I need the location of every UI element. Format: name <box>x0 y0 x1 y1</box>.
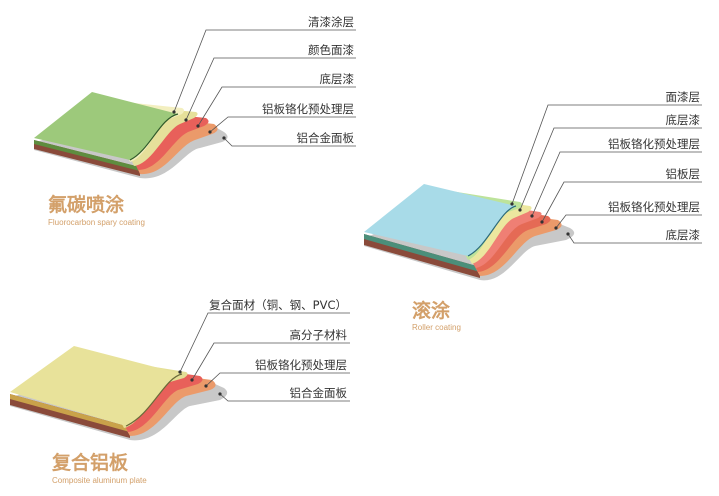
layer-label: 底层漆 <box>666 113 701 127</box>
leader-line <box>191 342 350 381</box>
leader-line <box>519 127 702 211</box>
layer-label: 高分子材料 <box>290 328 348 342</box>
leader-line <box>219 393 350 402</box>
top-surface-edge <box>125 373 183 427</box>
leader-line <box>555 214 702 229</box>
leader-anchor-dot <box>510 202 514 206</box>
leader-anchor-dot <box>540 220 544 224</box>
top-surface <box>364 184 516 256</box>
layer-label: 颜色面漆 <box>308 43 354 57</box>
leader-line <box>197 86 356 127</box>
leader-line <box>173 29 356 113</box>
leader-line <box>567 233 702 244</box>
layer-label: 铝板铬化预处理层 <box>608 200 700 214</box>
layer-label: 铝板铬化预处理层 <box>608 137 700 151</box>
leader-line <box>511 104 702 205</box>
leader-anchor-dot <box>184 118 188 122</box>
leader-line <box>531 151 702 217</box>
panel-title: 滚涂 <box>412 299 450 322</box>
leader-line <box>209 116 356 133</box>
panel-edge-stripe-2 <box>10 394 130 432</box>
leader-anchor-dot <box>190 378 194 382</box>
leader-anchor-dot <box>218 392 222 396</box>
layer-label: 面漆层 <box>666 90 701 104</box>
leader-anchor-dot <box>222 136 226 140</box>
leader-anchor-dot <box>566 232 570 236</box>
layer-label: 复合面材（铜、钢、PVC） <box>209 298 347 312</box>
layer-label: 铝板层 <box>666 167 701 181</box>
leader-anchor-dot <box>518 208 522 212</box>
leader-anchor-dot <box>178 370 182 374</box>
top-surface <box>10 346 182 426</box>
layer-stack-roller <box>364 184 575 281</box>
panel-title: 氟碳喷涂 <box>48 193 124 216</box>
top-surface-edge <box>129 113 179 161</box>
layer-label: 铝合金面板 <box>297 131 355 145</box>
leader-line <box>185 57 356 121</box>
leader-line <box>205 372 350 387</box>
leader-anchor-dot <box>172 110 176 114</box>
layer-label: 底层漆 <box>666 228 701 242</box>
layer-label: 铝合金面板 <box>290 386 348 400</box>
layer-stack-composite <box>10 346 228 441</box>
layer-label: 底层漆 <box>320 72 355 86</box>
layer-stack-fluorocarbon <box>34 92 228 179</box>
layer-label: 铝板铬化预处理层 <box>255 358 347 372</box>
panel-edge-stripe-2 <box>364 234 480 272</box>
panel-title: 复合铝板 <box>51 451 129 474</box>
top-surface <box>34 92 178 160</box>
leader-anchor-dot <box>554 226 558 230</box>
leader-anchor-dot <box>196 124 200 128</box>
layer-label: 铝板铬化预处理层 <box>262 102 354 116</box>
leader-line <box>541 181 702 223</box>
panel-edge-stripe-2 <box>34 140 140 171</box>
leader-line <box>223 137 356 147</box>
leader-anchor-dot <box>204 384 208 388</box>
leader-line <box>179 312 350 373</box>
panel-subtitle: Fluorocarbon spary coating <box>48 218 145 227</box>
panel-subtitle: Roller coating <box>412 323 461 332</box>
leader-anchor-dot <box>208 130 212 134</box>
layer-label: 清漆涂层 <box>308 15 354 29</box>
top-surface-edge <box>467 205 517 257</box>
leader-anchor-dot <box>530 214 534 218</box>
panel-subtitle: Composite aluminum plate <box>52 476 147 485</box>
